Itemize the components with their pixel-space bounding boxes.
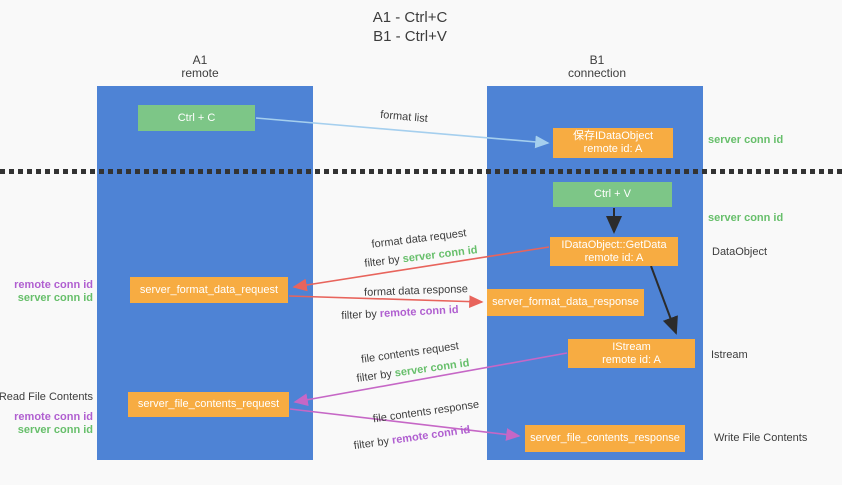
session-divider-dotted-line <box>0 169 842 174</box>
label-format-list: format list <box>379 108 429 126</box>
filter-by-text: filter by <box>355 368 393 385</box>
remote-conn-id-text: remote conn id <box>14 411 93 423</box>
read-file-contents-text: Read File Contents <box>0 391 93 403</box>
annotation-conn-ids-file: remote conn id server conn id <box>14 411 93 437</box>
node-getdata-line1: IDataObject::GetData <box>561 238 667 251</box>
remote-conn-id-text: remote conn id <box>379 303 459 321</box>
server-conn-id-text: server conn id <box>402 244 479 266</box>
node-format-response-label: server_format_data_response <box>492 296 639 308</box>
node-server-format-data-response: server_format_data_response <box>487 289 644 316</box>
node-istream-line2: remote id: A <box>602 353 661 366</box>
server-conn-id-text: server conn id <box>394 357 471 380</box>
annotation-dataobject: DataObject <box>712 246 768 258</box>
server-conn-id-text: server conn id <box>17 424 93 436</box>
label-filter-by-remote-conn-id-2: filter by remote conn id <box>353 424 471 452</box>
filter-by-text: filter by <box>353 435 390 453</box>
node-istream: IStream remote id: A <box>568 339 695 368</box>
node-save-idataobject-line1: 保存IDataObject <box>572 130 654 142</box>
node-server-format-data-request: server_format_data_request <box>130 277 288 303</box>
remote-conn-id-text: remote conn id <box>391 423 471 447</box>
annotation-server-conn-id-top: server conn id <box>708 134 784 146</box>
remote-conn-id-text: remote conn id <box>14 279 93 291</box>
label-filter-by-remote-conn-id-1: filter by remote conn id <box>341 304 459 322</box>
node-server-file-contents-request: server_file_contents_request <box>128 392 289 417</box>
node-ctrl-c-label: Ctrl + C <box>177 111 216 124</box>
node-ctrl-c: Ctrl + C <box>138 105 255 131</box>
label-format-data-response: format data response <box>363 283 469 299</box>
node-idataobject-getdata: IDataObject::GetData remote id: A <box>550 237 678 266</box>
diagram-title: A1 - Ctrl+C B1 - Ctrl+V <box>373 8 448 46</box>
annotation-server-conn-id-mid: server conn id <box>708 212 784 224</box>
node-save-idataobject-line2: remote id: A <box>583 143 643 155</box>
node-file-response-label: server_file_contents_response <box>530 432 680 444</box>
lane-header-a1: A1 remote <box>181 54 218 80</box>
annotation-read-file-contents: Read File Contents <box>0 391 93 404</box>
lane-a1-subtitle: remote <box>181 66 219 80</box>
node-server-file-contents-response: server_file_contents_response <box>525 425 685 452</box>
lane-header-b1: B1 connection <box>568 54 626 80</box>
lane-a1-title: A1 <box>192 53 208 67</box>
node-istream-line1: IStream <box>612 340 651 353</box>
filter-by-text: filter by <box>363 253 401 270</box>
node-ctrl-v-label: Ctrl + V <box>594 188 631 200</box>
lane-b1-title: B1 <box>589 53 605 67</box>
title-line-2: B1 - Ctrl+V <box>373 28 447 45</box>
annotation-istream: Istream <box>711 349 748 361</box>
node-save-idataobject: 保存IDataObject remote id: A <box>553 128 673 158</box>
annotation-conn-ids-format: remote conn id server conn id <box>14 279 93 305</box>
annotation-write-file-contents: Write File Contents <box>714 432 808 444</box>
node-ctrl-v: Ctrl + V <box>553 182 672 207</box>
label-file-contents-response: file contents response <box>372 398 480 426</box>
title-line-1: A1 - Ctrl+C <box>372 9 448 26</box>
lane-b1-subtitle: connection <box>567 66 627 80</box>
node-getdata-line2: remote id: A <box>584 251 644 264</box>
server-conn-id-text: server conn id <box>17 292 93 304</box>
node-file-request-label: server_file_contents_request <box>137 398 280 410</box>
filter-by-text: filter by <box>341 308 378 323</box>
node-format-request-label: server_format_data_request <box>139 283 279 296</box>
